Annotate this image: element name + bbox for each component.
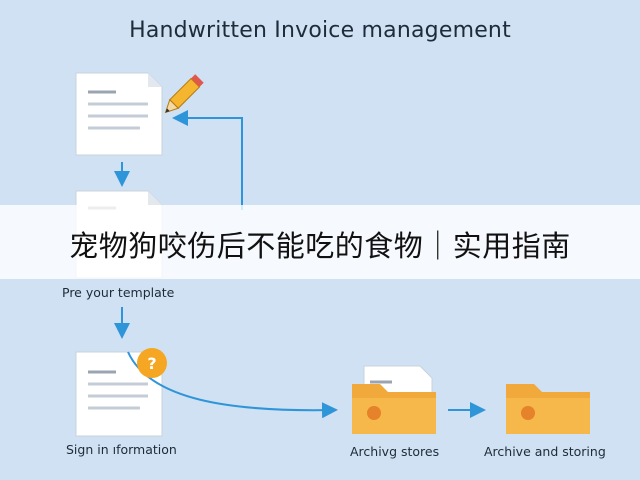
step-label-sign: Sign in ıformation xyxy=(66,442,177,457)
document-icon-top xyxy=(75,72,163,156)
diagram-title: Handwritten Invoice management xyxy=(129,18,511,43)
question-badge-icon xyxy=(137,348,167,378)
overlay-banner xyxy=(0,205,640,279)
folder-icon-archivg xyxy=(352,365,436,434)
step-label-template: Pre your template xyxy=(62,285,175,300)
step-label-archivg: Archivg stores xyxy=(350,444,440,459)
step-label-archive: Archive and storing xyxy=(484,444,606,459)
return-arrow xyxy=(172,110,243,210)
pencil-icon xyxy=(164,74,204,114)
question-mark: ? xyxy=(147,354,156,373)
folder-icon-archive xyxy=(506,384,590,434)
banner-text: 宠物狗咬伤后不能吃的食物｜实用指南 xyxy=(69,229,571,263)
